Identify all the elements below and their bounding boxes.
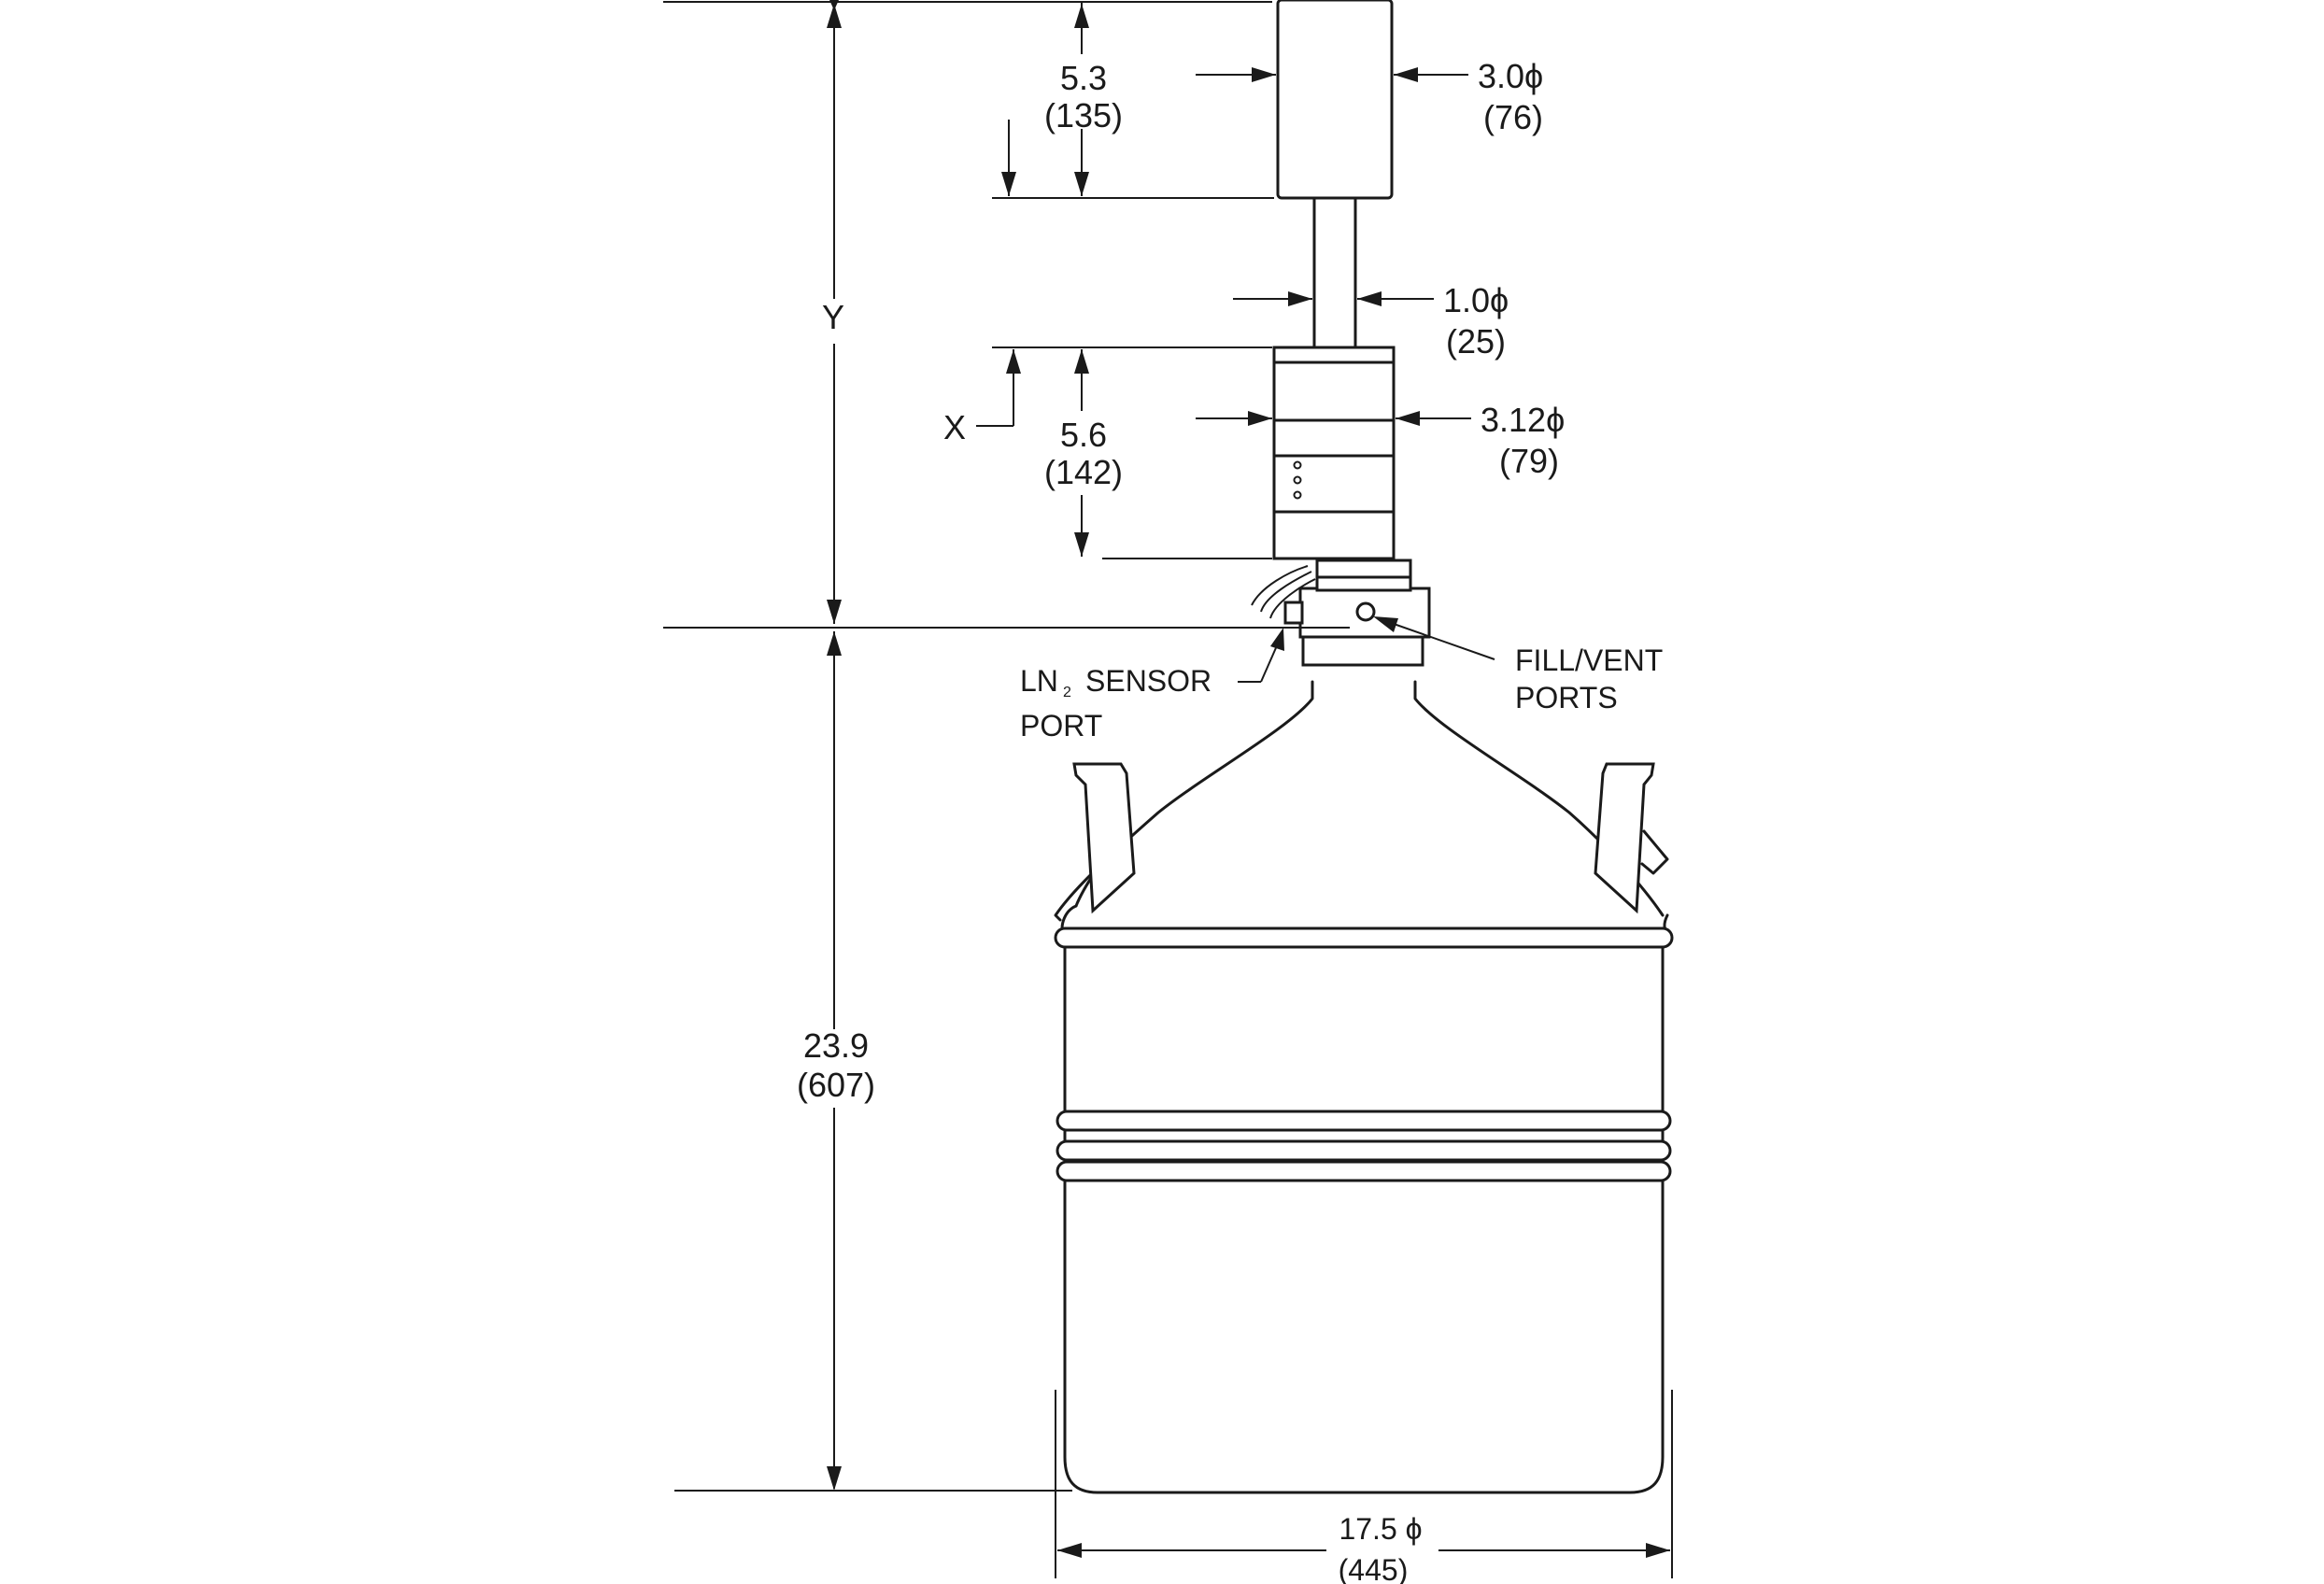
sensor-head [1276,0,1394,200]
port-labels: LN 2 SENSOR PORT FILL/VENT PORTS [1020,644,1663,742]
dewar-body [1054,680,1674,1494]
sensor-port-word: SENSOR [1085,664,1212,698]
base-dia-in: 3.12ϕ [1481,401,1565,439]
head-dia-in: 3.0ϕ [1478,57,1543,95]
base-height-mm: (142) [1044,453,1123,491]
shaft-dia-in: 1.0ϕ [1443,281,1509,319]
sensor-base [1272,346,1396,560]
neck-collar [1251,559,1431,667]
x-reference: X [943,408,966,446]
head-dia-mm: (76) [1483,98,1543,136]
base-height-in: 5.6 [1060,416,1107,454]
head-height-in: 5.3 [1060,59,1107,97]
dimension-lines [663,0,1673,1578]
base-dia-mm: (79) [1499,442,1559,480]
dewar-height-mm: (607) [797,1066,875,1104]
dimension-labels: 5.3 (135) 3.0ϕ (76) 1.0ϕ (25) 5.6 (142) … [797,57,1565,1584]
sensor-port-line2: PORT [1020,709,1102,742]
shaft-dia-mm: (25) [1446,322,1506,361]
y-reference: Y [822,298,844,336]
fill-vent-port-icon [1355,601,1376,622]
dewar-height-in: 23.9 [803,1026,869,1065]
shaft [1312,196,1357,349]
fill-vent-line2: PORTS [1515,681,1618,714]
sensor-port-ln: LN [1020,664,1058,698]
sensor-port-subscript: 2 [1063,685,1071,700]
dewar-dia-mm: (445) [1339,1553,1409,1584]
fill-vent-line1: FILL/VENT [1515,644,1663,677]
head-height-mm: (135) [1044,96,1123,134]
dewar-dia-in: 17.5 ϕ [1339,1512,1422,1546]
